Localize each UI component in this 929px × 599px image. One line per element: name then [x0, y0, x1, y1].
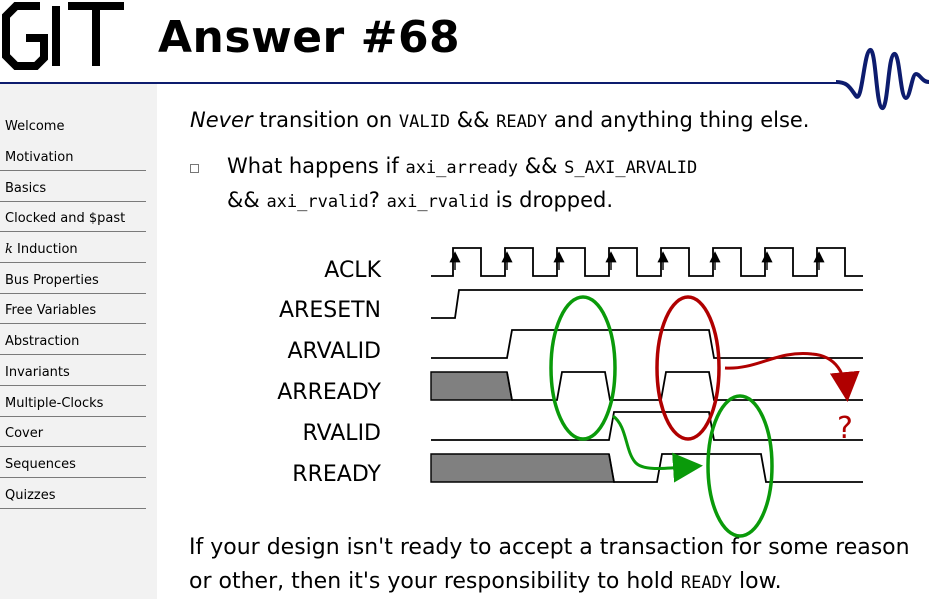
waveform-rready: [608, 453, 863, 483]
bullet-text-5: is dropped.: [488, 188, 614, 212]
slide-content: Never transition on VALID && READY and a…: [157, 84, 929, 599]
signal-label-rvalid: RVALID: [303, 421, 381, 446]
signal-label-aresetn: ARESETN: [279, 298, 381, 323]
sidebar-item-quizzes[interactable]: Quizzes: [0, 487, 146, 509]
bullet-marker: [190, 164, 199, 173]
sidebar-item-k-induction[interactable]: k Induction: [0, 241, 146, 263]
arrow-green: [612, 414, 703, 483]
waveform-arready-unknown: [430, 371, 513, 401]
header-rule: [0, 82, 846, 84]
sidebar-item-welcome[interactable]: Welcome: [5, 119, 65, 134]
waveform-rready-unknown: [430, 453, 615, 483]
question-marker: ?: [837, 411, 853, 446]
signal-label-arvalid: ARVALID: [287, 339, 381, 364]
conclusion-line-1: If your design isn't ready to accept a t…: [189, 535, 910, 560]
code-ready: READY: [496, 112, 548, 132]
sidebar-item-free-variables[interactable]: Free Variables: [0, 302, 146, 324]
waveform-rvalid: [431, 411, 863, 441]
intro-text-1: transition on: [252, 108, 399, 132]
sidebar-item-sequences[interactable]: Sequences: [0, 456, 146, 478]
signal-label-rready: RREADY: [292, 462, 381, 487]
waveform-aclk: [431, 247, 863, 277]
intro-emphasis: Never: [190, 108, 253, 132]
waveform-arready: [506, 371, 863, 401]
sidebar-item-multiple-clocks[interactable]: Multiple-Clocks: [0, 395, 146, 417]
bullet-text-1: What happens if: [227, 154, 406, 178]
conclusion-text-b: low.: [732, 569, 782, 594]
sidebar-item-cover[interactable]: Cover: [0, 425, 146, 447]
highlight-ellipse-green-1: [549, 295, 617, 441]
waveform-aresetn: [431, 289, 863, 319]
sidebar-item-basics[interactable]: Basics: [0, 180, 146, 202]
slide-title: Answer #68: [158, 12, 461, 63]
gt-logo: [2, 2, 124, 70]
code-axi-rvalid-2: axi_rvalid: [386, 192, 489, 212]
sidebar-item-abstraction[interactable]: Abstraction: [0, 333, 146, 355]
slide-header: Answer #68: [0, 0, 929, 111]
intro-text: Never transition on VALID && READY and a…: [190, 108, 810, 132]
bullet-line-2: && axi_rvalid? axi_rvalid is dropped.: [227, 188, 613, 212]
code-axi-arready: axi_arready: [405, 158, 519, 178]
sidebar-item-clocked-and-past[interactable]: Clocked and $past: [0, 210, 146, 232]
timing-diagram: ACLK ARESETN ARVALID ARREADY RVALID RREA…: [277, 247, 863, 538]
intro-text-3: and anything thing else.: [547, 108, 810, 132]
sidebar-item-motivation[interactable]: Motivation: [0, 149, 146, 171]
wave-logo: [836, 47, 929, 111]
bullet-text-4: ?: [368, 188, 387, 212]
intro-text-2: &&: [450, 108, 497, 132]
highlight-ellipse-red: [655, 295, 721, 441]
bullet-text-3: &&: [227, 188, 267, 212]
arrow-red: [724, 351, 860, 402]
code-s-axi-arvalid: S_AXI_ARVALID: [564, 158, 698, 178]
sidebar-item-invariants[interactable]: Invariants: [0, 364, 146, 386]
signal-label-arready: ARREADY: [277, 380, 381, 405]
code-valid: VALID: [398, 112, 451, 132]
conclusion-line-2: or other, then it's your responsibility …: [189, 569, 782, 594]
sidebar-item-bus-properties[interactable]: Bus Properties: [0, 272, 146, 294]
clock-edge-markers: [449, 251, 825, 270]
conclusion-text-a: or other, then it's your responsibility …: [189, 569, 681, 594]
bullet-line-1: What happens if axi_arready && S_AXI_ARV…: [227, 154, 697, 178]
bullet-text-2: &&: [518, 154, 565, 178]
highlight-ellipse-green-2: [706, 394, 774, 538]
signal-label-aclk: ACLK: [324, 258, 381, 283]
code-ready-low: READY: [680, 573, 733, 593]
code-axi-rvalid: axi_rvalid: [266, 192, 369, 212]
